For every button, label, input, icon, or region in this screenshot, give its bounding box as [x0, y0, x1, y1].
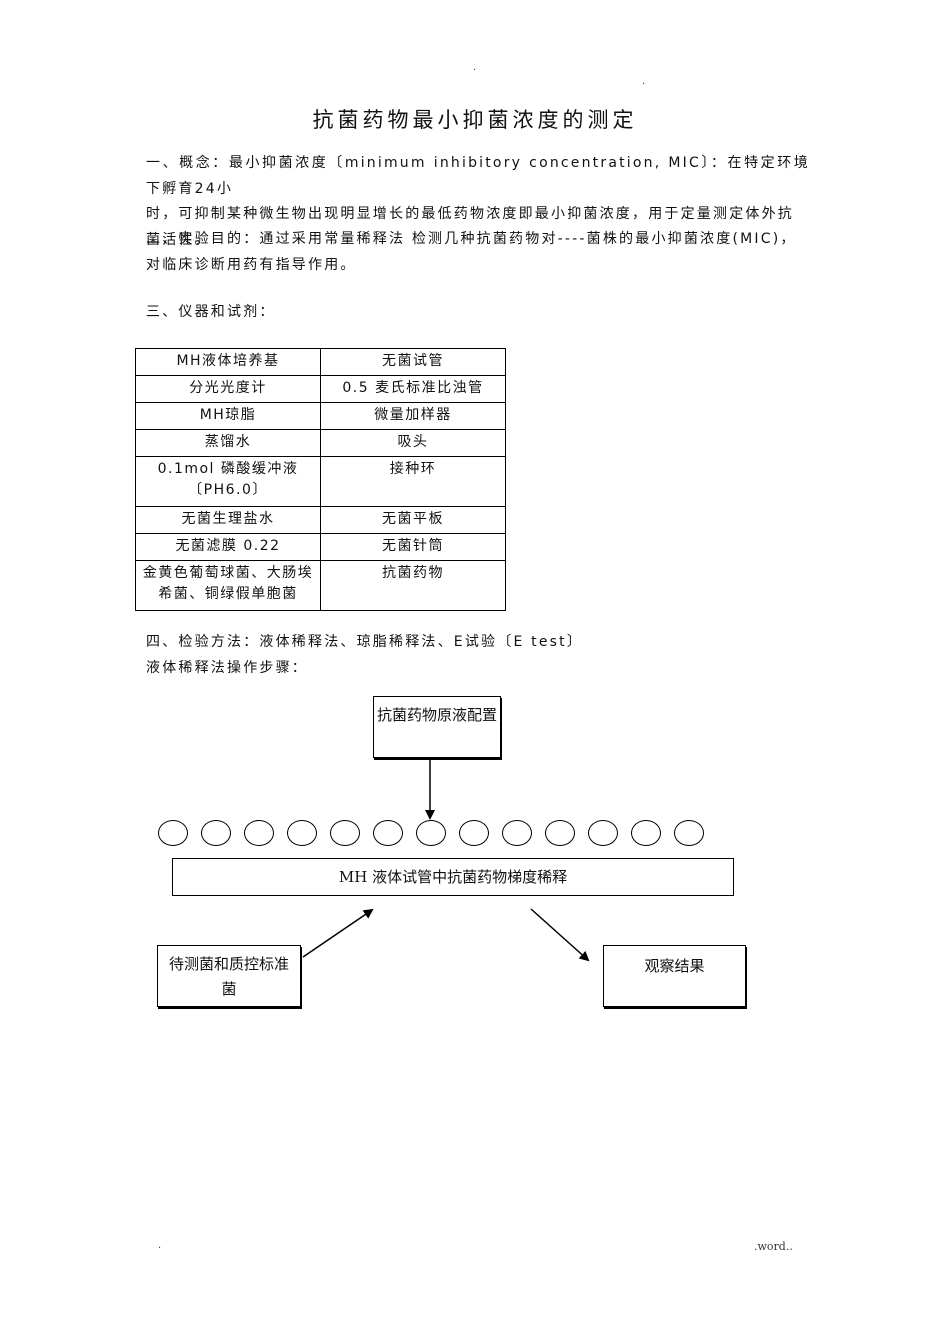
dilution-box: MH 液体试管中抗菌药物梯度稀释 [172, 858, 734, 896]
concept-line-3: 菌活性。 [146, 231, 211, 248]
observe-result-box: 观察结果 [603, 945, 746, 1007]
table-cell: 分光光度计 [135, 375, 321, 403]
table-row: 分光光度计 0.5 麦氏标准比浊管 [135, 375, 506, 403]
section-instruments-heading: 三、仪器和试剂： [146, 304, 276, 320]
table-row: 无菌滤膜 0.22 无菌针筒 [135, 533, 506, 561]
purpose-line-1: 二、实验目的：通过采用常量稀释法 检测几种抗菌药物对----菌株的最小抑菌浓度(… [146, 231, 797, 247]
tube-circle [158, 820, 188, 846]
reagents-table: MH液体培养基 无菌试管 分光光度计 0.5 麦氏标准比浊管 MH琼脂 微量加样… [135, 348, 506, 611]
tube-circle [631, 820, 661, 846]
section-concept: 一、概念：最小抑菌浓度〔minimum inhibitory concentra… [146, 151, 810, 253]
tube-circle [201, 820, 231, 846]
tube-circle [588, 820, 618, 846]
table-row: 0.1mol 磷酸缓冲液〔PH6.0〕 接种环 [135, 456, 506, 507]
table-cell: 0.5 麦氏标准比浊管 [320, 375, 506, 403]
tube-circle [373, 820, 403, 846]
section-methods: 四、检验方法：液体稀释法、琼脂稀释法、E试验〔E test〕 液体稀释法操作步骤… [146, 630, 810, 681]
header-dot-center: . [473, 62, 477, 73]
tube-circle [545, 820, 575, 846]
table-row: 金黄色葡萄球菌、大肠埃希菌、铜绿假单胞菌 抗菌药物 [135, 560, 506, 611]
table-cell: 无菌针筒 [320, 533, 506, 561]
concept-line-1: 一、概念：最小抑菌浓度〔minimum inhibitory concentra… [146, 155, 810, 197]
table-cell: 吸头 [320, 429, 506, 457]
table-row: MH液体培养基 无菌试管 [135, 348, 506, 376]
tube-circle [674, 820, 704, 846]
header-dot-right: . [642, 76, 646, 87]
table-cell: 无菌试管 [320, 348, 506, 376]
table-row: 无菌生理盐水 无菌平板 [135, 506, 506, 534]
tube-circle [502, 820, 532, 846]
tube-circle [244, 820, 274, 846]
arrow-down-right [530, 908, 590, 962]
methods-line-1: 四、检验方法：液体稀释法、琼脂稀释法、E试验〔E test〕 [146, 634, 584, 650]
table-row: MH琼脂 微量加样器 [135, 402, 506, 430]
table-cell: 无菌滤膜 0.22 [135, 533, 321, 561]
test-strain-box: 待测菌和质控标准菌 [157, 945, 301, 1007]
tube-circle [287, 820, 317, 846]
tube-circle [330, 820, 360, 846]
tube-circle [459, 820, 489, 846]
table-cell: MH液体培养基 [135, 348, 321, 376]
table-cell: MH琼脂 [135, 402, 321, 430]
table-cell: 抗菌药物 [320, 560, 506, 611]
section-purpose: 二、实验目的：通过采用常量稀释法 检测几种抗菌药物对----菌株的最小抑菌浓度(… [146, 227, 810, 278]
footer-word: .word.. [754, 1240, 793, 1253]
arrow-up-right [302, 908, 374, 958]
page-title: 抗菌药物最小抑菌浓度的测定 [312, 108, 638, 132]
tube-circle [416, 820, 446, 846]
stock-solution-box: 抗菌药物原液配置 [373, 696, 501, 758]
purpose-line-2: 对临床诊断用药有指导作用。 [146, 256, 357, 273]
methods-line-2: 液体稀释法操作步骤： [146, 659, 308, 676]
table-cell: 微量加样器 [320, 402, 506, 430]
table-row: 蒸馏水 吸头 [135, 429, 506, 457]
footer-dot-left: . [158, 1240, 162, 1251]
concept-line-2: 时，可抑制某种微生物出现明显增长的最低药物浓度即最小抑菌浓度，用于定量测定体外抗 [146, 206, 794, 222]
table-cell: 接种环 [320, 456, 506, 507]
table-cell: 金黄色葡萄球菌、大肠埃希菌、铜绿假单胞菌 [135, 560, 321, 611]
